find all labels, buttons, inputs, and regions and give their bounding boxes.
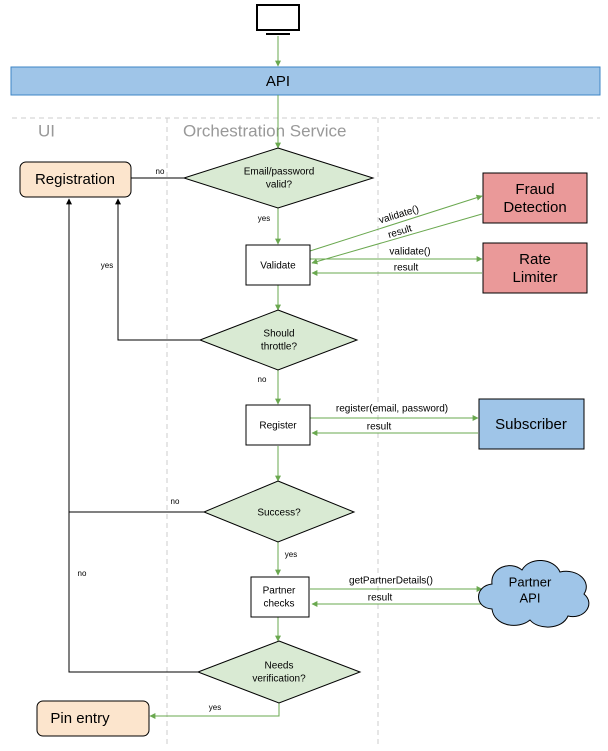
email-valid-label-line1: Email/password (244, 167, 315, 178)
pin-entry-label: Pin entry (50, 710, 110, 727)
edge-throttle-registration (115, 198, 200, 341)
api-bar (10, 66, 601, 96)
rate-limiter-node: Rate Limiter (482, 242, 588, 294)
label-throttle-no: no (258, 375, 267, 384)
edge-verification-pin (149, 703, 280, 719)
registration-node: Registration (19, 161, 132, 198)
label-rate-validate: validate() (389, 247, 430, 258)
verification-label-line1: Needs (265, 661, 294, 672)
label-email-yes: yes (258, 214, 270, 223)
subscriber-node: Subscriber (478, 398, 585, 450)
pin-entry-node: Pin entry (36, 700, 150, 737)
partner-api-label-line2: API (520, 590, 541, 605)
label-fraud-result: result (387, 223, 414, 241)
partner-api-label-line1: Partner (509, 574, 552, 589)
label-register-call: register(email, password) (336, 404, 448, 415)
label-rate-result: result (394, 263, 419, 274)
fraud-detection-node: Fraud Detection (482, 172, 588, 224)
edges (66, 36, 483, 719)
label-verification-no: no (78, 569, 87, 578)
partner-api-cloud: Partner API (478, 560, 590, 628)
email-valid-label-line2: valid? (266, 180, 293, 191)
label-partner-call: getPartnerDetails() (349, 576, 433, 587)
lane-label-ui: UI (38, 121, 55, 140)
success-decision: Success? (202, 480, 356, 543)
register-node: Register (245, 404, 311, 446)
success-label: Success? (257, 508, 301, 519)
partner-checks-node: Partner checks (250, 576, 310, 618)
monitor-icon (256, 4, 300, 35)
label-verification-yes: yes (209, 703, 221, 712)
rate-label-line2: Limiter (512, 269, 557, 286)
partner-checks-label-line2: checks (263, 599, 294, 610)
verification-label-line2: verification? (252, 674, 306, 685)
label-throttle-yes: yes (101, 261, 113, 270)
validate-label: Validate (260, 261, 296, 272)
throttle-decision: Should throttle? (198, 309, 359, 371)
subscriber-label: Subscriber (495, 416, 567, 433)
throttle-label-line2: throttle? (261, 342, 298, 353)
partner-checks-label-line1: Partner (263, 586, 296, 597)
validate-node: Validate (245, 244, 311, 286)
swimlanes: UI Orchestration Service (12, 117, 600, 745)
lane-label-orchestration: Orchestration Service (183, 121, 346, 140)
register-label: Register (259, 421, 297, 432)
api-label: API (266, 73, 290, 90)
verification-decision: Needs verification? (196, 640, 362, 704)
throttle-label-line1: Should (263, 329, 294, 340)
rate-label-line1: Rate (519, 251, 551, 268)
edge-verification-registration (66, 198, 198, 673)
email-valid-decision: Email/password valid? (182, 147, 375, 209)
label-email-no: no (156, 167, 165, 176)
label-success-no: no (171, 497, 180, 506)
label-success-yes: yes (285, 550, 297, 559)
registration-label: Registration (35, 171, 115, 188)
label-register-result: result (367, 422, 392, 433)
label-partner-result: result (368, 593, 393, 604)
fraud-label-line1: Fraud (515, 181, 554, 198)
edge-validate-fraud (309, 194, 483, 252)
fraud-label-line2: Detection (503, 199, 566, 216)
edge-fraud-validate (311, 213, 483, 265)
